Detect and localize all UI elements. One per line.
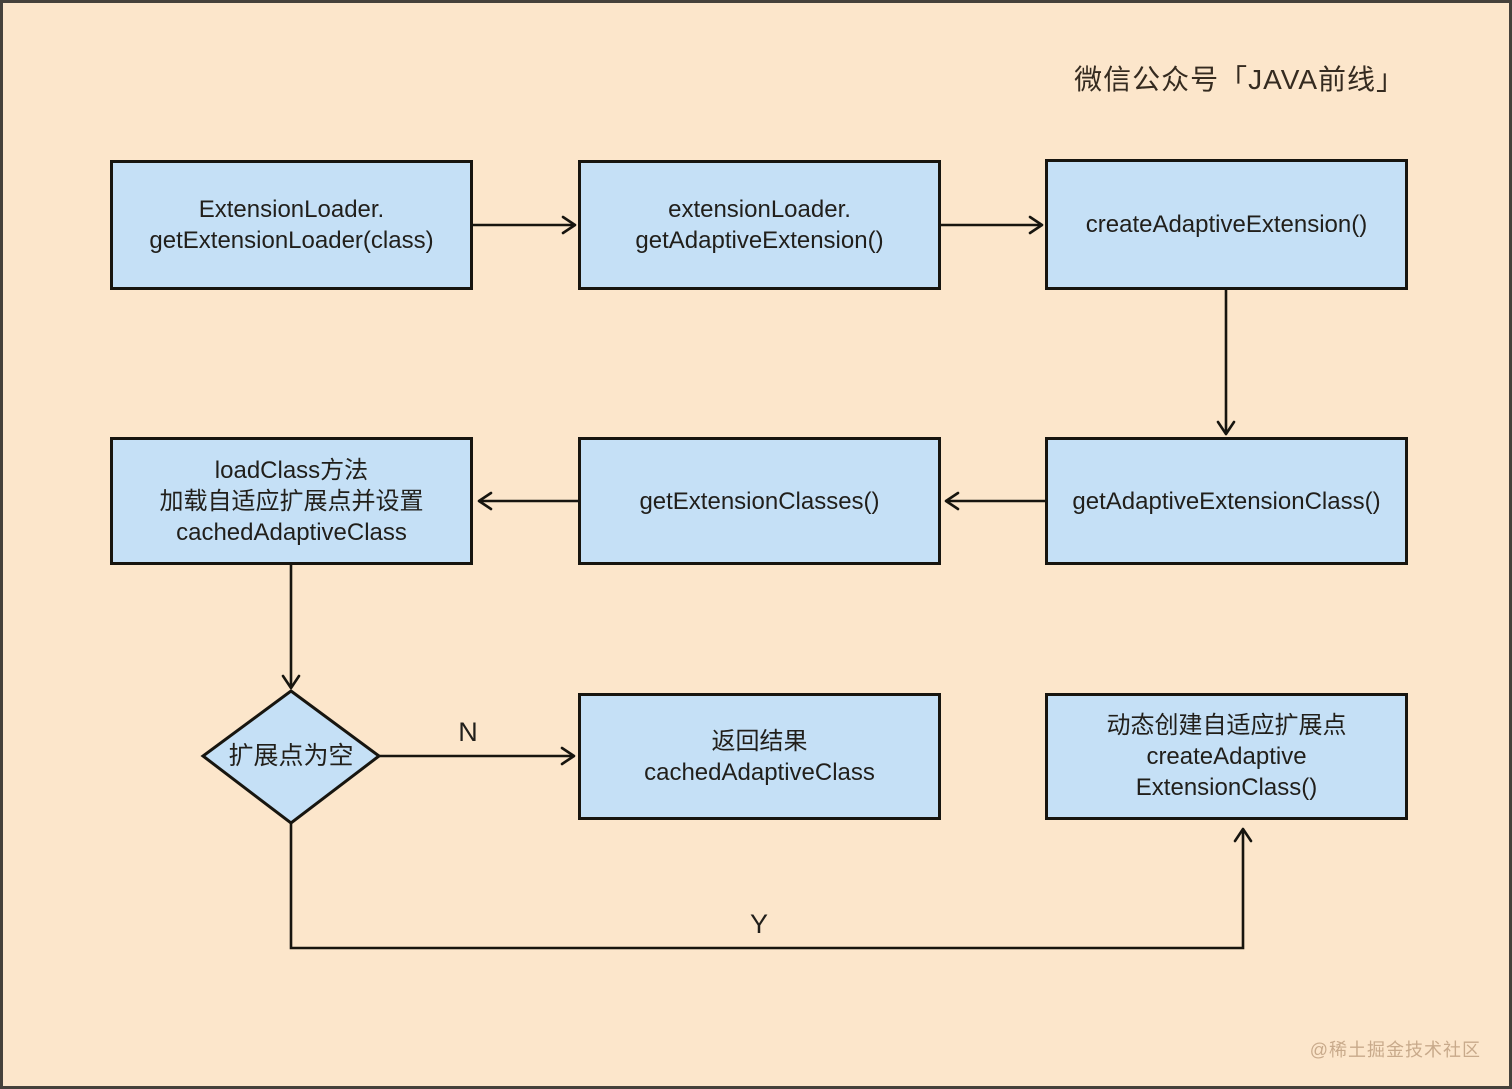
node-get-adaptive-extension-class-label: getAdaptiveExtensionClass(): [1072, 487, 1381, 515]
node-create-adaptive-extension: createAdaptiveExtension(): [1045, 159, 1408, 290]
node-load-class: loadClass方法 加载自适应扩展点并设置 cachedAdaptiveCl…: [110, 437, 473, 565]
node-get-extension-classes: getExtensionClasses(): [578, 437, 941, 565]
edge-decision-y-to-dynamic: [289, 823, 1253, 950]
edge-label-n: N: [458, 717, 478, 747]
decision-diamond: [200, 689, 382, 825]
edge-label-y: Y: [749, 909, 768, 939]
node-get-adaptive-extension-label: extensionLoader. getAdaptiveExtension(): [635, 196, 884, 254]
page-title: 微信公众号「JAVA前线」: [1074, 64, 1405, 95]
node-dynamic-create: 动态创建自适应扩展点 createAdaptive ExtensionClass…: [1045, 693, 1408, 820]
node-return-result-label: 返回结果 cachedAdaptiveClass: [644, 727, 875, 786]
flow-edges: [200, 215, 1253, 950]
watermark: @稀土掘金技术社区: [1309, 1040, 1481, 1060]
node-load-class-label: loadClass方法 加载自适应扩展点并设置 cachedAdaptiveCl…: [159, 456, 424, 546]
node-return-result: 返回结果 cachedAdaptiveClass: [578, 693, 941, 820]
node-create-adaptive-extension-label: createAdaptiveExtension(): [1085, 211, 1368, 238]
decision-diamond-label: 扩展点为空: [228, 742, 354, 770]
node-dynamic-create-label: 动态创建自适应扩展点 createAdaptive ExtensionClass…: [1106, 712, 1347, 801]
node-extension-loader-label: ExtensionLoader. getExtensionLoader(clas…: [149, 196, 434, 254]
node-get-adaptive-extension-class: getAdaptiveExtensionClass(): [1045, 437, 1408, 565]
node-extension-loader: ExtensionLoader. getExtensionLoader(clas…: [110, 160, 473, 290]
node-get-adaptive-extension: extensionLoader. getAdaptiveExtension(): [578, 160, 941, 290]
node-get-extension-classes-label: getExtensionClasses(): [639, 487, 880, 515]
